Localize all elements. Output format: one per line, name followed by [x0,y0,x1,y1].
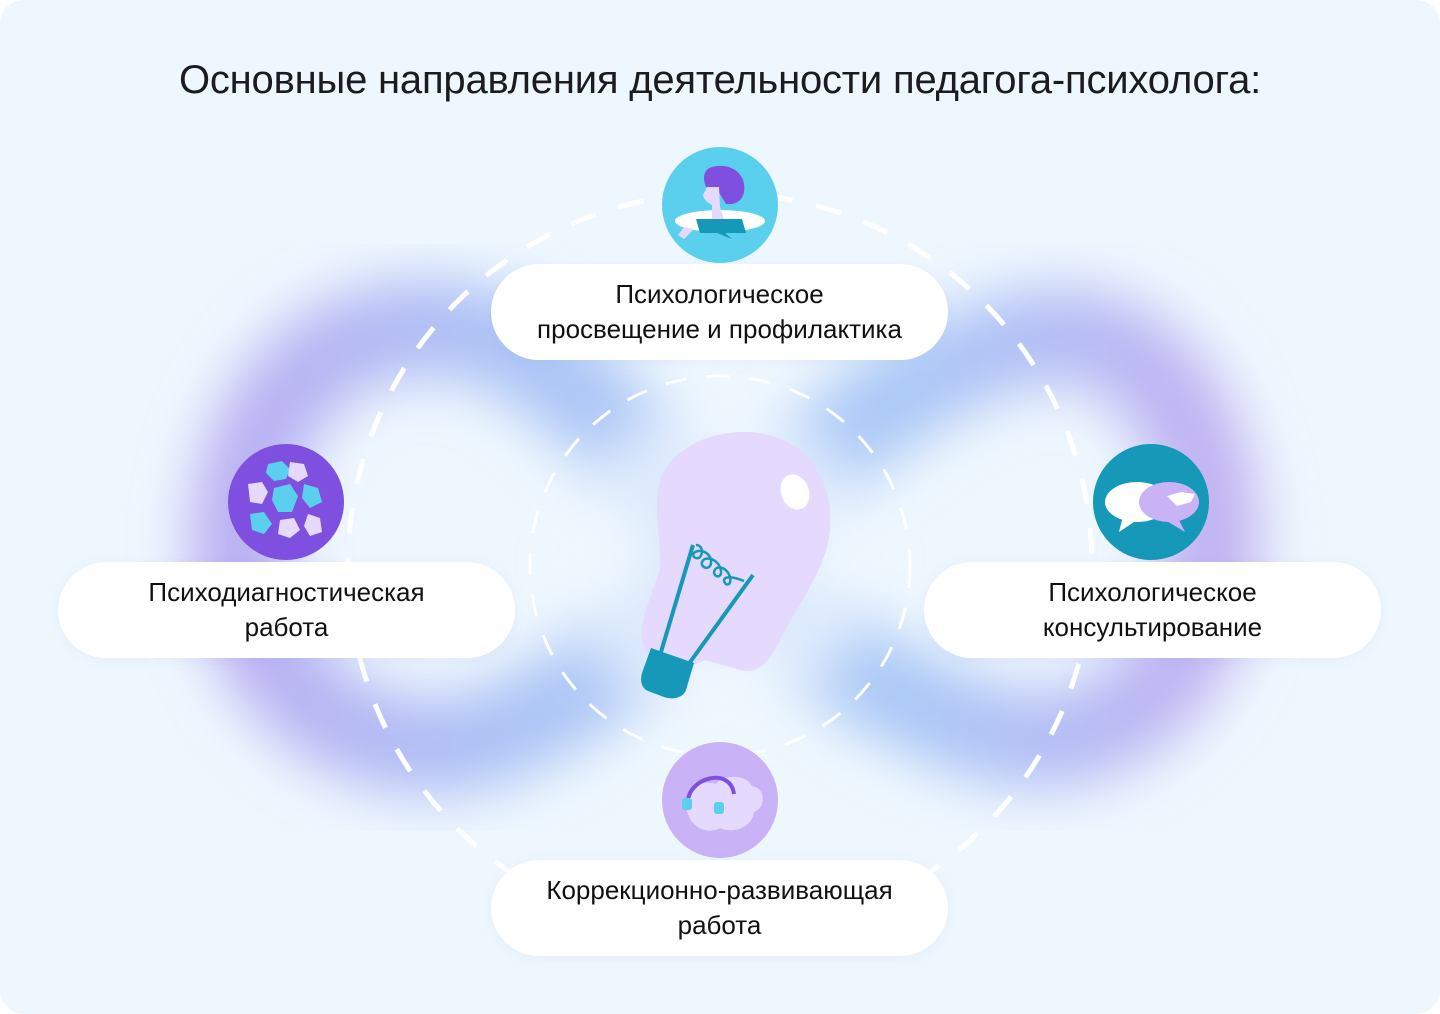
direction-label-line1: Психологическое [615,279,824,309]
page-title: Основные направления деятельности педаго… [178,58,1262,102]
lightbulb-icon [641,432,831,699]
brain-headphones-icon [662,742,778,858]
direction-correction-development: Коррекционно-развивающая работа [491,860,948,956]
direction-label-line1: Психологическое [1048,577,1257,607]
puzzle-heads-icon [228,444,344,560]
speech-bubbles-icon [1093,444,1209,560]
direction-label-line2: работа [677,910,762,940]
direction-psychodiagnostics: Психодиагностическая работа [58,562,515,658]
direction-education-prevention: Психологическое просвещение и профилакти… [491,264,948,360]
direction-label-line1: Психодиагностическая [148,577,425,607]
direction-label-line2: работа [244,612,329,642]
direction-consulting: Психологическое консультирование [924,562,1381,658]
woman-speech-icon [662,147,778,263]
direction-label-line2: консультирование [1042,612,1263,642]
direction-label-line2: просвещение и профилактика [537,314,902,344]
direction-label-line1: Коррекционно-развивающая [546,875,893,905]
